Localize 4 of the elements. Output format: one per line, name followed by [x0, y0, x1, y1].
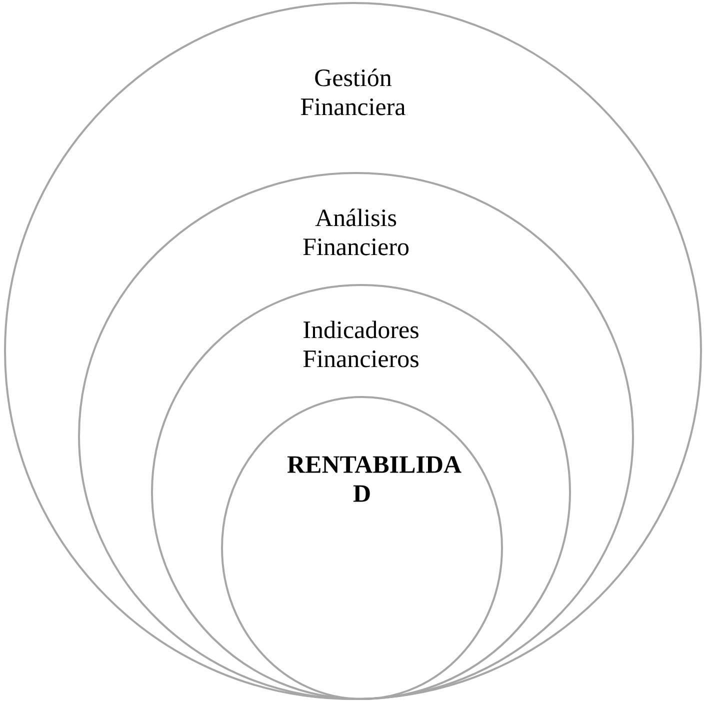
ring-label: Gestión Financiera — [300, 68, 406, 116]
ring-label: Indicadores Financieros — [303, 320, 418, 368]
ring-label: Análisis Financiero — [303, 208, 409, 256]
ring-label: RENTABILIDA D — [287, 456, 462, 502]
